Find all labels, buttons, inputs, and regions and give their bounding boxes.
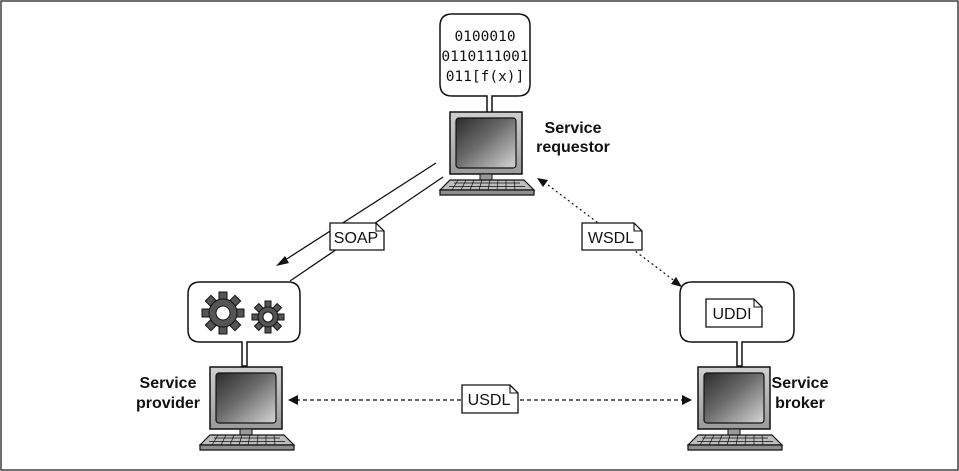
soap-label: SOAP	[334, 230, 378, 247]
requestor-label-line1: Service	[545, 120, 602, 137]
provider-computer-icon	[199, 366, 295, 451]
usdl-label: USDL	[468, 392, 511, 409]
provider-label-line2: provider	[136, 395, 200, 412]
requestor-label-line2: requestor	[536, 139, 610, 156]
broker-node: UDDI Service broker	[679, 281, 829, 451]
gears-icon	[201, 291, 285, 335]
soap-tag: SOAP	[329, 222, 385, 251]
wsdl-label: WSDL	[588, 230, 634, 247]
broker-label-line1: Service	[772, 375, 829, 392]
provider-label-line1: Service	[140, 375, 197, 392]
broker-computer-icon	[687, 366, 783, 451]
requestor-computer-icon	[439, 111, 535, 196]
soap-connection: SOAP	[276, 162, 444, 282]
bubble-line-1: 0100010	[454, 29, 515, 45]
uddi-doc-icon	[705, 298, 763, 328]
uddi-label: UDDI	[712, 306, 751, 323]
requestor-node: 0100010 0110111001 011[f(x)] Service req…	[439, 13, 610, 196]
usdl-connection: USDL	[288, 384, 692, 414]
bubble-line-2: 0110111001	[441, 49, 528, 65]
uddi-bubble: UDDI	[679, 281, 795, 367]
broker-label-line2: broker	[775, 395, 825, 412]
binary-bubble: 0100010 0110111001 011[f(x)]	[439, 13, 531, 119]
provider-node: Service provider	[136, 281, 301, 451]
gears-bubble	[187, 281, 301, 367]
wsdl-tag: WSDL	[581, 222, 643, 251]
usdl-tag: USDL	[461, 384, 519, 414]
wsdl-connection: WSDL	[537, 178, 682, 287]
bubble-line-3: 011[f(x)]	[446, 69, 525, 85]
